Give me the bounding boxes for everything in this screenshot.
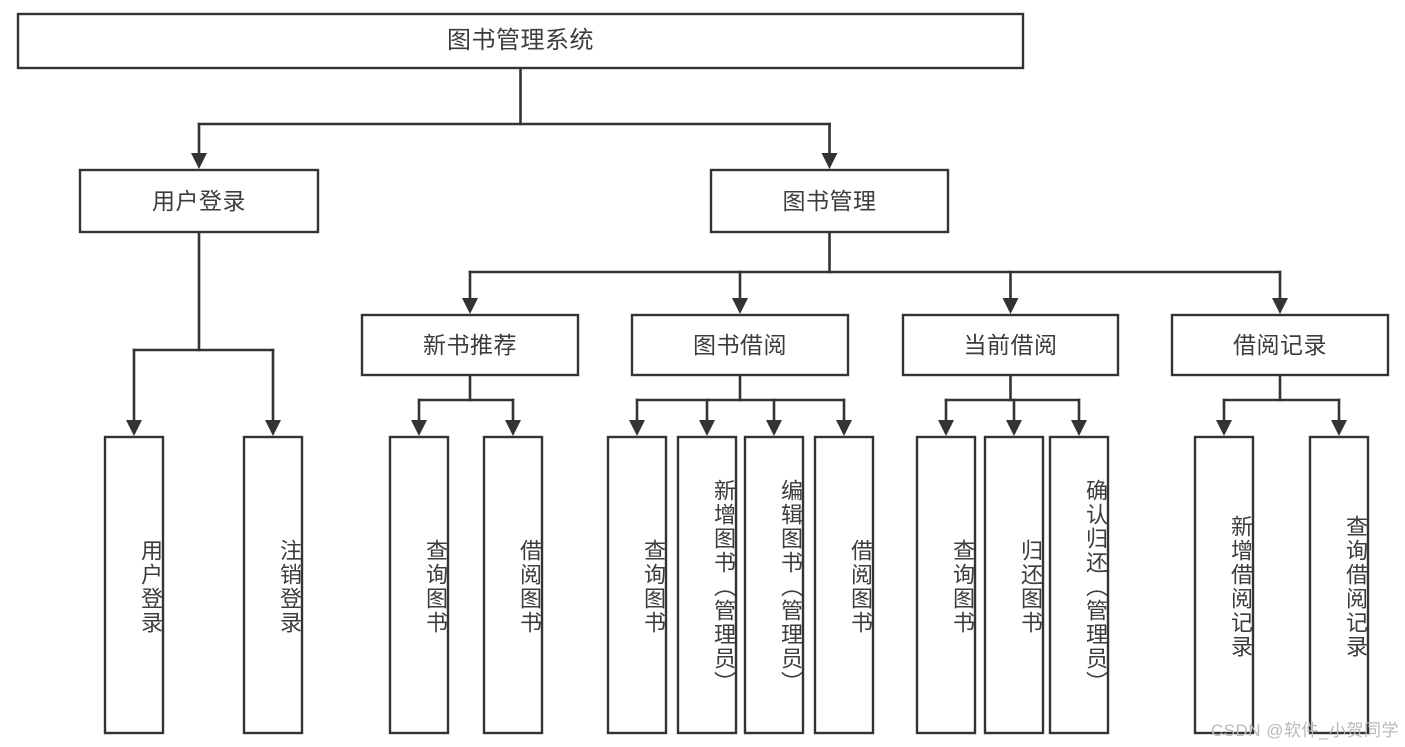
watermark-text: CSDN @软件_小贺同学 (1210, 721, 1399, 740)
node-box-leaf-query-book-2[interactable] (606, 435, 668, 735)
node-box-new-book-recommend[interactable] (360, 313, 580, 377)
node-box-leaf-user-login[interactable] (103, 435, 165, 735)
node-layer (16, 12, 1390, 735)
node-box-borrow-record[interactable] (1170, 313, 1390, 377)
arrow-head (1071, 420, 1087, 436)
node-box-leaf-query-book-1[interactable] (388, 435, 450, 735)
arrow-head (265, 420, 281, 436)
arrow-head (411, 420, 427, 436)
node-box-leaf-confirm-return[interactable] (1048, 435, 1110, 735)
node-box-leaf-add-book[interactable] (676, 435, 738, 735)
arrow-head (1272, 298, 1288, 314)
arrow-head (938, 420, 954, 436)
node-box-leaf-return-book[interactable] (983, 435, 1045, 735)
arrow-head (836, 420, 852, 436)
node-box-leaf-edit-book[interactable] (743, 435, 805, 735)
node-box-leaf-borrow-book-2[interactable] (813, 435, 875, 735)
node-box-leaf-user-logout[interactable] (242, 435, 304, 735)
edge-layer (126, 66, 1347, 436)
node-box-leaf-borrow-book-1[interactable] (482, 435, 544, 735)
arrow-head (126, 420, 142, 436)
arrow-head (821, 153, 838, 169)
node-box-book-manage[interactable] (709, 168, 950, 234)
arrow-head (1002, 298, 1019, 314)
node-box-leaf-add-record[interactable] (1193, 435, 1255, 735)
arrow-head (766, 420, 782, 436)
arrow-head (191, 153, 207, 169)
node-box-user-login[interactable] (78, 168, 320, 234)
arrow-head (699, 420, 715, 436)
arrow-head (629, 420, 645, 436)
arrow-head (505, 420, 521, 436)
node-box-book-borrow[interactable] (630, 313, 850, 377)
node-box-root[interactable] (16, 12, 1025, 70)
node-box-current-borrow[interactable] (901, 313, 1120, 377)
node-box-leaf-query-record[interactable] (1308, 435, 1370, 735)
arrow-head (1331, 420, 1347, 436)
node-box-leaf-query-book-3[interactable] (915, 435, 977, 735)
arrow-head (732, 298, 748, 314)
arrow-head (1216, 420, 1232, 436)
arrow-head (1006, 420, 1022, 436)
arrow-head (462, 298, 478, 314)
